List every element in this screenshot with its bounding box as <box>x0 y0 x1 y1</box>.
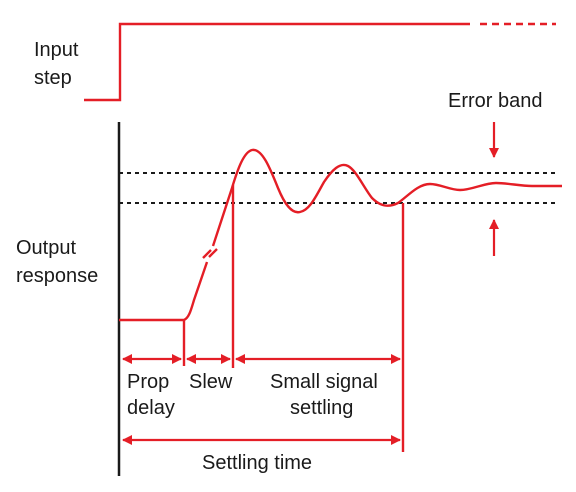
prop-delay-label-line1: Prop <box>127 371 169 393</box>
slew-label: Slew <box>189 371 233 393</box>
small-signal-label-line1: Small signal <box>270 371 378 393</box>
break-mark-1 <box>202 249 212 259</box>
input-step-label-line2: step <box>34 67 72 89</box>
small-signal-label-line2: settling <box>290 397 353 419</box>
settling-time-label: Settling time <box>202 452 312 474</box>
input-step-label-line1: Input <box>34 39 79 61</box>
output-response-prop-segment <box>119 261 209 322</box>
input-step-waveform <box>84 22 470 102</box>
output-response-label-line2: response <box>16 265 98 287</box>
break-mark-2 <box>208 248 218 258</box>
output-response-label-line1: Output <box>16 237 76 259</box>
output-response-waveform <box>211 148 562 247</box>
error-band-label: Error band <box>448 90 543 112</box>
prop-delay-label-line2: delay <box>127 397 175 419</box>
